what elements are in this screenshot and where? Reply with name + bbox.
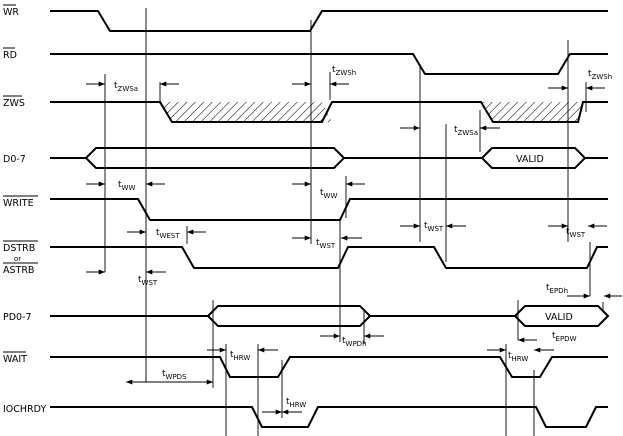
thrw-label-1: tHRW: [230, 350, 250, 362]
twpds-label: tWPDS: [162, 369, 187, 381]
tepdw-label: tEPDW: [552, 331, 577, 343]
dstrb-astrb-waveform: [50, 246, 608, 269]
wr-signal-label: WR: [3, 7, 19, 18]
d07-signal-label: D0-7: [3, 154, 26, 165]
tww-label-1: tWW: [118, 180, 135, 192]
wr-waveform: [50, 10, 608, 32]
thrw-label-3: tHRW: [286, 397, 306, 409]
tww-label-2: tWW: [320, 188, 337, 200]
twpdh-label: tWPDh: [342, 336, 367, 348]
pd07-signal-label: PD0-7: [3, 312, 32, 323]
rd-signal-label: RD: [3, 50, 17, 61]
tzwsh-label-1: tZWSh: [332, 65, 356, 77]
twst-label-3: tWST: [566, 227, 586, 239]
twest-label: tWEST: [156, 228, 180, 240]
twst-label-4: tWST: [138, 275, 158, 287]
wait-signal-label: WAIT: [3, 354, 27, 365]
write-waveform: [50, 198, 608, 221]
zws-waveform: [50, 101, 608, 123]
tzwsh-label-2: tZWSh: [588, 69, 612, 81]
iochrdy-waveform: [50, 406, 608, 428]
waveforms: [50, 10, 610, 428]
zws-signal-label: ZWS: [3, 98, 25, 109]
signal-labels: WR RD ZWS D0-7 WRITE DSTRB or ASTRB PD0-…: [3, 4, 46, 415]
astrb-signal-label: ASTRB: [3, 265, 34, 276]
wait-waveform: [50, 356, 608, 378]
pd07-waveform: [50, 305, 610, 327]
timing-arrows: [86, 81, 622, 415]
iochrdy-signal-label: IOCHRDY: [3, 404, 46, 415]
pd07-valid-label: VALID: [545, 312, 573, 323]
d07-waveform: [50, 147, 608, 169]
twst-label-1: tWST: [316, 238, 336, 250]
timing-labels: tZWSa tZWSh tZWSa tZWSh tWW tWW tWEST tW…: [114, 65, 612, 409]
or-label: or: [14, 255, 21, 263]
d07-valid-label: VALID: [516, 154, 544, 165]
dstrb-signal-label: DSTRB: [3, 243, 35, 254]
thrw-label-2: tHRW: [508, 351, 528, 363]
tzwsa-label-1: tZWSa: [114, 81, 138, 93]
rd-waveform: [50, 53, 608, 75]
write-signal-label: WRITE: [3, 198, 34, 209]
reference-lines: [104, 8, 604, 436]
twst-label-2: tWST: [424, 221, 444, 233]
tepdh-label: tEPDh: [546, 283, 568, 295]
tzwsa-label-2: tZWSa: [454, 125, 478, 137]
